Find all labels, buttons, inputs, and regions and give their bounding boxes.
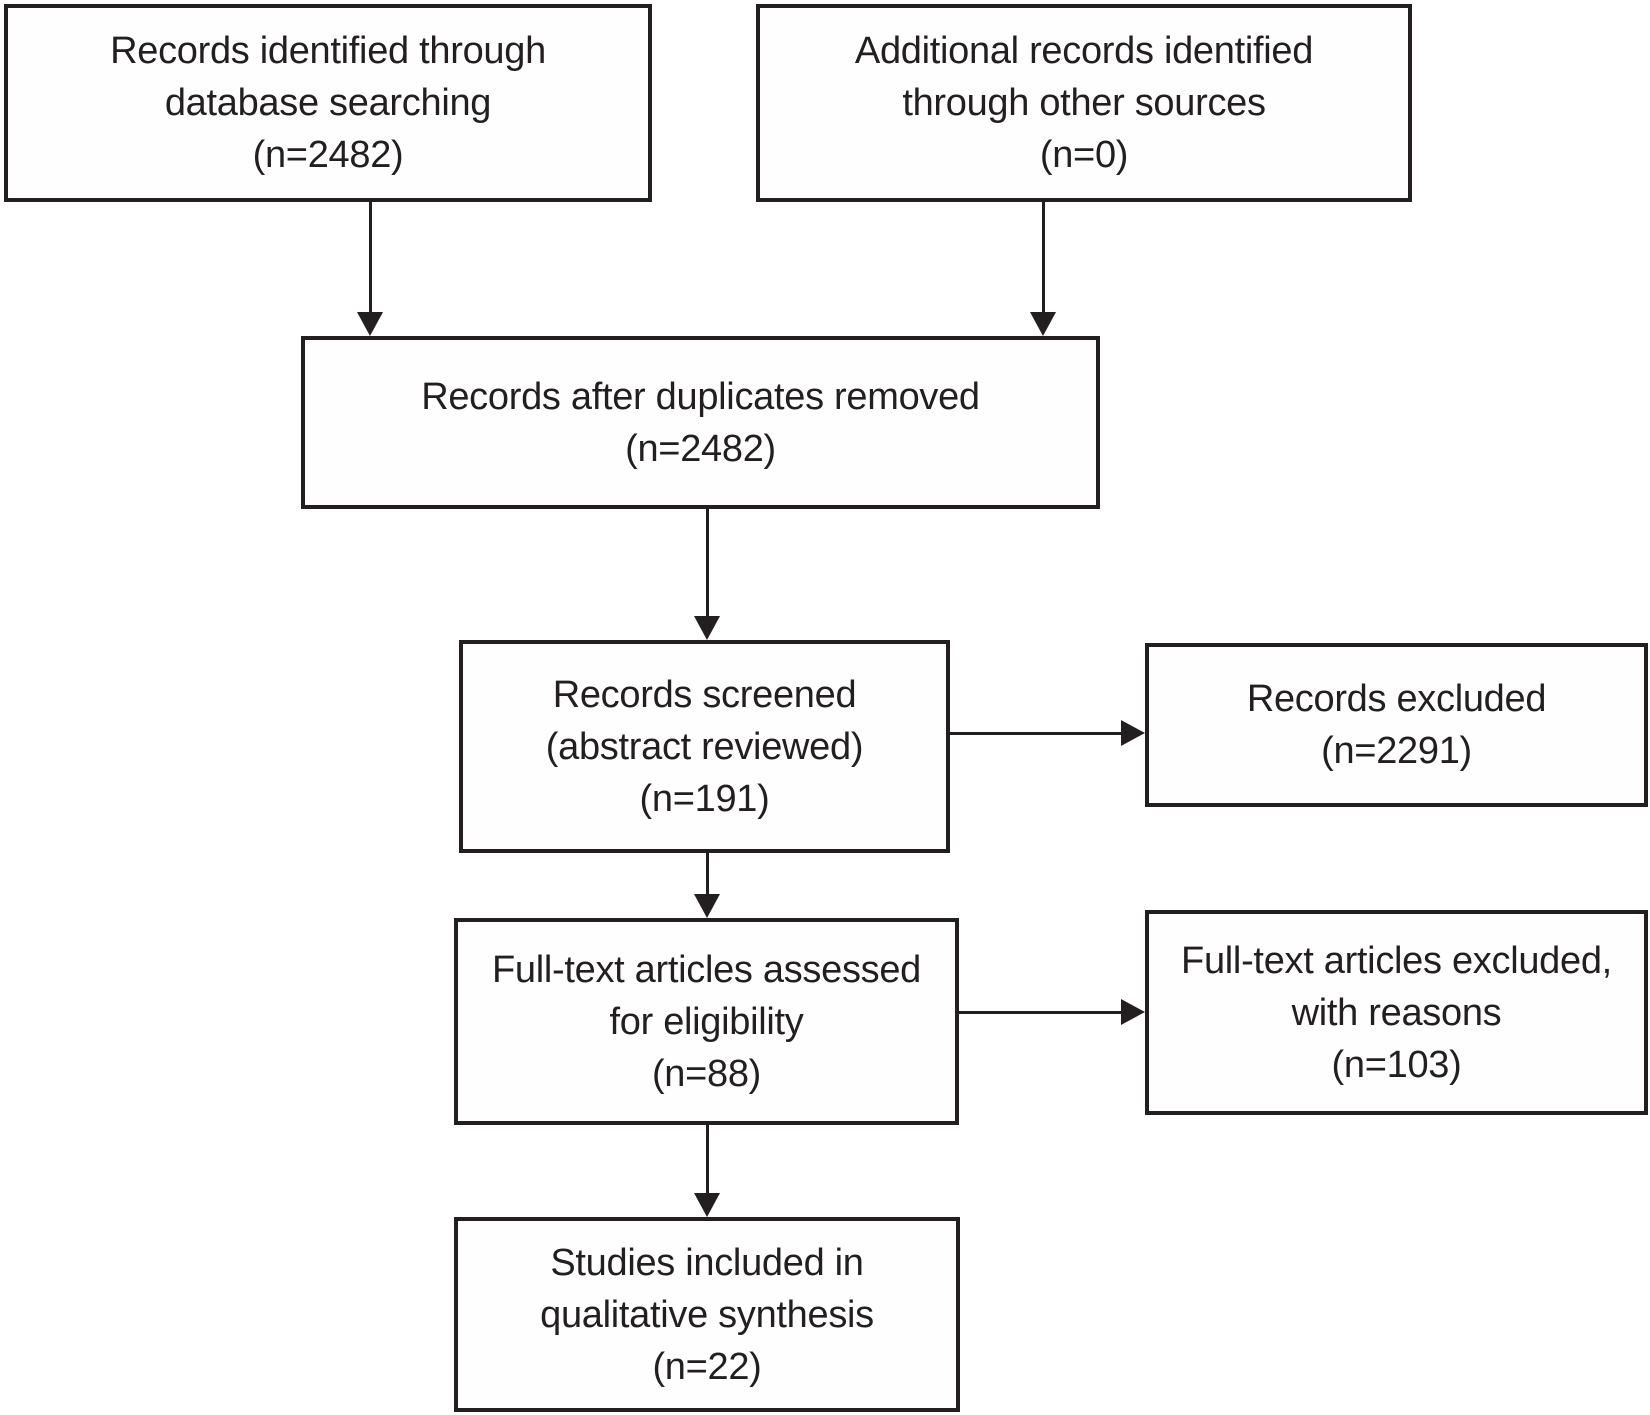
arrowhead-down-icon: [1030, 312, 1056, 336]
arrowhead-down-icon: [357, 312, 383, 336]
box-text-line: Records excluded: [1246, 678, 1547, 720]
box-text-line: Records identified through: [110, 30, 546, 72]
box-text-line: qualitative synthesis: [540, 1293, 874, 1336]
box-count: (n=0): [1039, 134, 1129, 176]
box-count: (n=2482): [252, 134, 404, 176]
arrow-stem: [959, 1011, 1122, 1014]
box-text-line: Studies included in: [550, 1241, 864, 1284]
arrowhead-down-icon: [694, 894, 720, 918]
arrow-stem: [1042, 202, 1045, 312]
arrow-stem: [369, 202, 372, 312]
box-records-screened: Records screened (abstract reviewed) (n=…: [459, 640, 950, 853]
box-count: (n=88): [651, 1052, 762, 1095]
box-text-line: Full-text articles assessed: [491, 948, 922, 991]
arrow-stem: [950, 732, 1122, 735]
box-studies-included: Studies included in qualitative synthesi…: [454, 1217, 960, 1412]
box-records-excluded: Records excluded (n=2291): [1145, 643, 1648, 807]
box-text-line: for eligibility: [609, 1000, 804, 1043]
box-count: (n=22): [652, 1345, 762, 1388]
arrowhead-down-icon: [694, 1193, 720, 1217]
box-count: (n=191): [639, 777, 770, 820]
arrow-stem: [706, 853, 709, 894]
box-count: (n=2482): [625, 427, 776, 470]
arrow-stem: [706, 509, 709, 616]
box-text-line: Records screened: [552, 673, 857, 716]
box-records-after-duplicates: Records after duplicates removed (n=2482…: [301, 336, 1100, 509]
box-count: (n=103): [1331, 1043, 1462, 1086]
box-fulltext-assessed: Full-text articles assessed for eligibil…: [454, 918, 959, 1125]
arrow-stem: [706, 1125, 709, 1193]
box-text-line: Full-text articles excluded,: [1181, 939, 1612, 982]
arrowhead-down-icon: [694, 616, 720, 640]
box-text-line: (abstract reviewed): [545, 725, 864, 768]
box-text-line: Additional records identified: [854, 30, 1314, 72]
arrowhead-right-icon: [1121, 720, 1145, 746]
box-records-identified-database: Records identified through database sear…: [4, 4, 652, 202]
box-text-line: through other sources: [902, 82, 1266, 124]
arrowhead-right-icon: [1121, 999, 1145, 1025]
box-fulltext-excluded: Full-text articles excluded, with reason…: [1145, 910, 1648, 1115]
box-records-identified-other: Additional records identified through ot…: [756, 4, 1412, 202]
box-count: (n=2291): [1321, 730, 1472, 772]
box-text-line: database searching: [164, 82, 492, 124]
box-text-line: with reasons: [1291, 991, 1502, 1034]
box-text-line: Records after duplicates removed: [421, 375, 980, 418]
